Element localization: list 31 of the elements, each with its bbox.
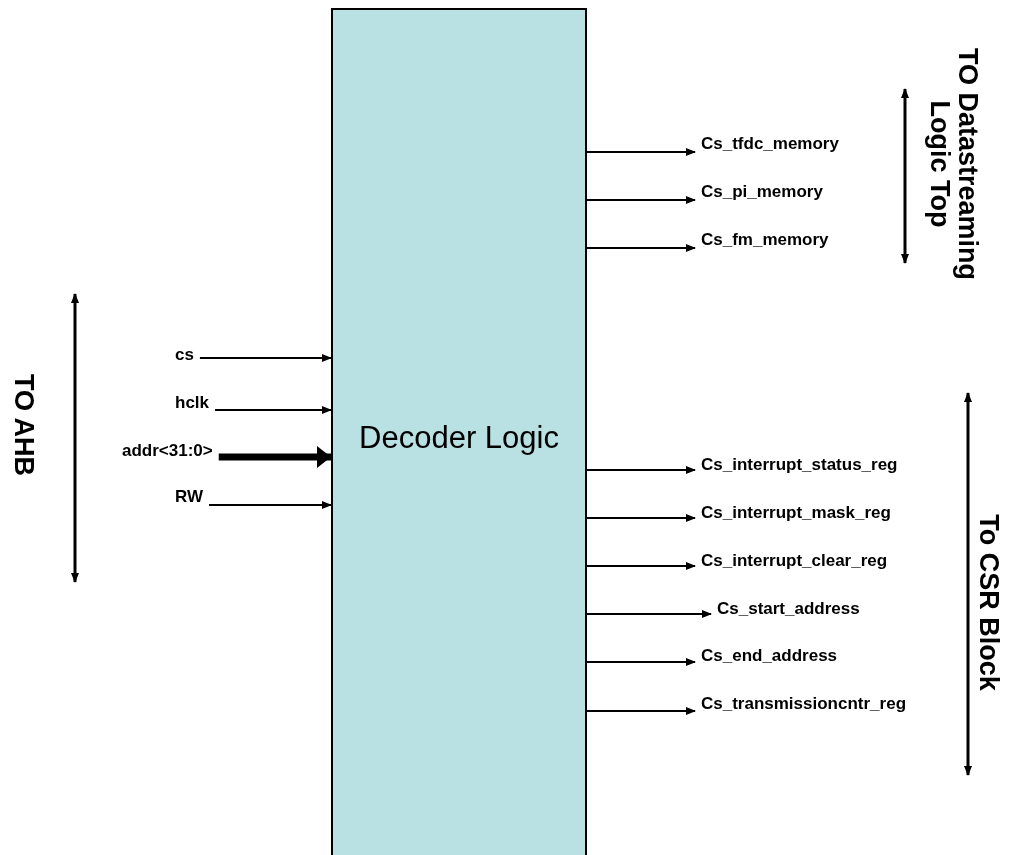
signal-label: hclk (175, 394, 210, 411)
signal-label: RW (175, 488, 203, 505)
signal-arrow (214, 406, 332, 414)
signal-label: Cs_transmissioncntr_reg (701, 695, 907, 712)
signal-arrow (586, 466, 696, 474)
group-label: TO AHB (9, 373, 38, 478)
signal-label: Cs_pi_memory (701, 183, 823, 200)
signal-label: Cs_interrupt_mask_reg (701, 504, 891, 521)
signal-arrow (586, 658, 696, 666)
signal-arrow (586, 196, 696, 204)
signal-arrow (586, 562, 696, 570)
signal-label: addr<31:0> (122, 442, 213, 459)
signal-label: Cs_tfdc_memory (701, 135, 839, 152)
signal-label: cs (175, 346, 194, 363)
signal-arrow (586, 707, 696, 715)
signal-arrow (586, 610, 712, 618)
signal-label: Cs_end_address (701, 647, 838, 664)
signal-arrow (586, 514, 696, 522)
signal-label: Cs_fm_memory (701, 231, 829, 248)
signal-label: Cs_interrupt_status_reg (701, 456, 898, 473)
logic-block (331, 8, 587, 855)
group-label: TO Datastreaming Logic Top (925, 46, 982, 283)
signal-label: Cs_interrupt_clear_reg (701, 552, 888, 569)
signal-arrow (586, 148, 696, 156)
signal-arrow (198, 354, 332, 362)
block-title: Decoder Logic (359, 420, 559, 456)
signal-arrow (208, 501, 332, 509)
signal-arrow (218, 446, 331, 468)
signal-label: Cs_start_address (717, 600, 860, 617)
signal-arrow (586, 244, 696, 252)
group-label: To CSR Block (974, 513, 1003, 693)
